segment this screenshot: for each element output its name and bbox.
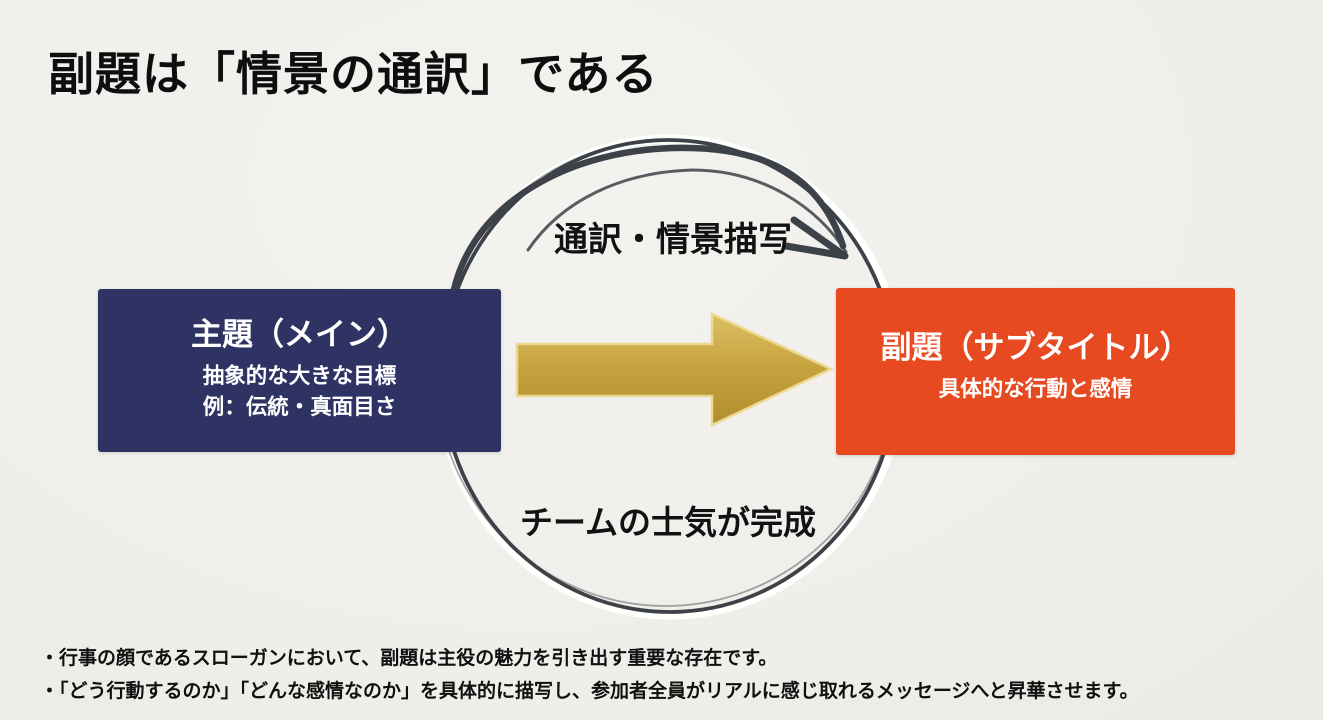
page-title: 副題は「情景の通訳」である bbox=[48, 48, 659, 100]
cycle-arrow-arc-inner bbox=[526, 168, 848, 254]
footnote-line: ・行事の顔であるスローガンにおいて、副題は主役の魅力を引き出す重要な存在です。 bbox=[40, 648, 778, 669]
subtitle-box: 副題（サブタイトル） 具体的な行動と感情 bbox=[836, 288, 1235, 455]
main-topic-line1: 抽象的な大きな目標 bbox=[202, 363, 397, 388]
gold-arrow-icon bbox=[515, 312, 834, 427]
cycle-bottom-label: チームの士気が完成 bbox=[519, 504, 816, 541]
main-topic-line2: 例：伝統・真面目さ bbox=[202, 394, 397, 419]
cycle-arrow-arc bbox=[448, 144, 847, 304]
subtitle-title: 副題（サブタイトル） bbox=[880, 330, 1191, 366]
cycle-arrowhead-icon bbox=[782, 216, 849, 260]
cycle-top-label: 通訳・情景描写 bbox=[554, 221, 792, 259]
subtitle-line1: 具体的な行動と感情 bbox=[938, 377, 1133, 402]
footnote-line: ・「どう行動するのか」「どんな感情なのか」を具体的に描写し、参加者全員がリアルに… bbox=[40, 681, 1139, 702]
main-topic-title: 主題（メイン） bbox=[191, 316, 408, 352]
main-topic-box: 主題（メイン） 抽象的な大きな目標 例：伝統・真面目さ bbox=[98, 289, 501, 452]
footnotes: ・行事の顔であるスローガンにおいて、副題は主役の魅力を引き出す重要な存在です。 … bbox=[40, 642, 1139, 708]
